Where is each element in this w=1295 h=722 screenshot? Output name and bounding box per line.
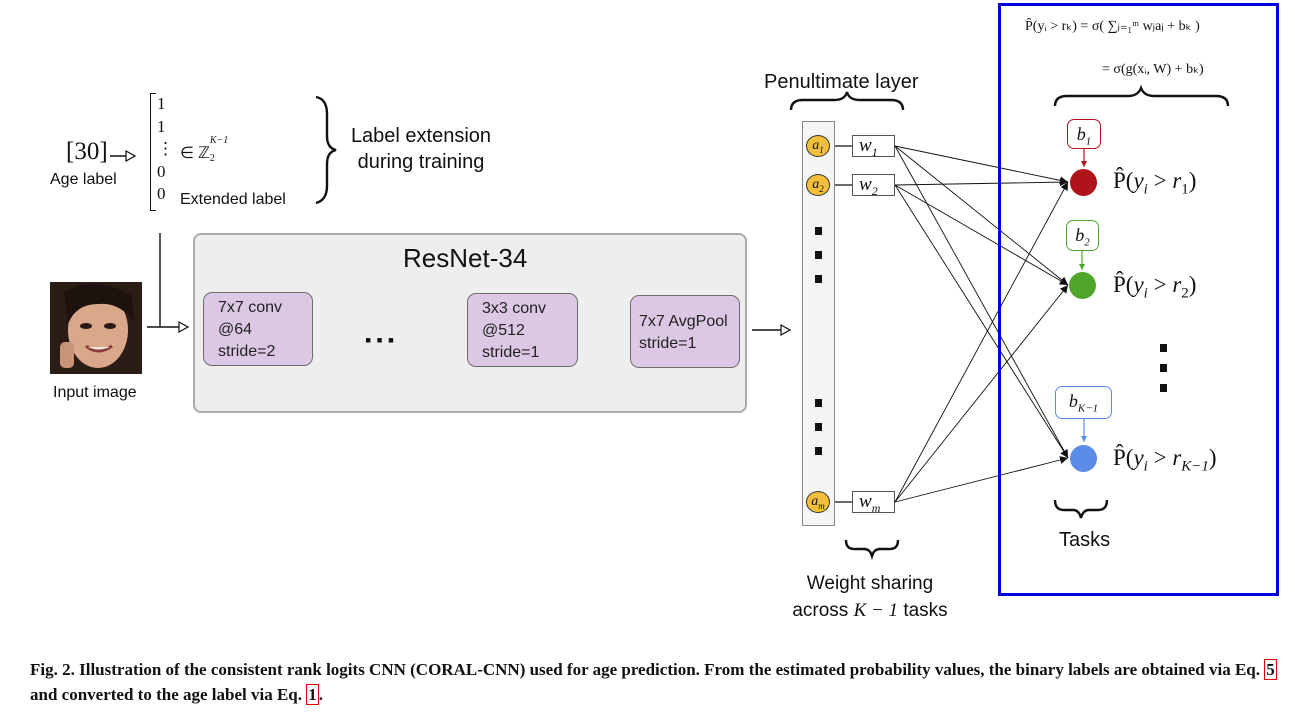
formula-line-1: P̂(yᵢ > rₖ) = σ( ∑ⱼ₌₁ᵐ wⱼaⱼ + bₖ ) [1025, 19, 1200, 34]
node-weight-links [832, 145, 852, 503]
extended-label-caption: Extended label [180, 191, 286, 208]
weight-sharing-brace [844, 539, 900, 561]
input-image [50, 282, 142, 374]
ellipsis-dot [815, 227, 822, 235]
penultimate-brace [789, 91, 905, 111]
task-ellipsis-dot [1160, 384, 1167, 392]
face-photo [50, 282, 142, 374]
conv-3x3-layer: 3x3 conv @512 stride=1 [467, 293, 578, 367]
figure-caption: Fig. 2. Illustration of the consistent r… [30, 659, 1277, 705]
conv-7x7-layer: 7x7 conv @64 stride=2 [203, 292, 313, 366]
ellipsis-dot [815, 399, 822, 407]
ellipsis-dot [815, 251, 822, 259]
weight-box: wm [852, 491, 895, 515]
bias-box: b2 [1066, 220, 1099, 251]
age-label-caption: Age label [50, 171, 117, 188]
extended-label-vector: 1 1 ⋮ 0 0 [150, 93, 174, 211]
tasks-caption: Tasks [1059, 529, 1111, 551]
ellipsis-dot [815, 447, 822, 455]
penultimate-title: Penultimate layer [764, 71, 919, 93]
task-probability-label: P̂(yi > r1) [1113, 168, 1197, 198]
activation-node: a2 [806, 174, 830, 196]
equation-reference[interactable]: 5 [1264, 659, 1277, 680]
task-node [1070, 169, 1097, 196]
task-ellipsis-dot [1160, 344, 1167, 352]
resnet-title: ResNet-34 [403, 243, 528, 273]
vector-entry: ⋮ [157, 139, 174, 158]
vector-entry: 0 [157, 184, 166, 203]
vector-entry: 0 [157, 161, 166, 181]
avgpool-layer: 7x7 AvgPool stride=1 [630, 295, 740, 368]
task-node [1070, 445, 1097, 472]
label-extension-text: Label extension during training [350, 125, 492, 173]
vector-entry: 1 [157, 116, 166, 136]
tasks-brace [1053, 499, 1109, 519]
weight-box: w1 [852, 135, 895, 159]
formula-line-2: = σ(g(xᵢ, W) + bₖ) [1102, 62, 1204, 77]
weight-to-task-edges [894, 145, 1069, 503]
formula-brace [1053, 84, 1230, 107]
bias-box: b1 [1067, 119, 1101, 149]
equation-reference[interactable]: 1 [306, 684, 319, 705]
activation-node: a1 [806, 135, 830, 157]
task-node [1069, 272, 1096, 299]
tasks-panel [998, 3, 1279, 596]
label-to-network-line [147, 233, 188, 327]
label-extension-brace [315, 95, 337, 205]
bias-box: bK−1 [1055, 386, 1112, 419]
weight-sharing-caption: Weight sharing across K − 1 tasks [792, 573, 948, 621]
ellipsis-dot [815, 275, 822, 283]
age-label-value: [30] [66, 138, 108, 165]
ellipsis-dot [815, 423, 822, 431]
input-image-caption: Input image [53, 384, 137, 401]
vector-entry: 1 [157, 94, 166, 113]
task-probability-label: P̂(yi > rK−1) [1113, 445, 1217, 475]
activation-node: am [806, 491, 830, 513]
resnet-ellipsis: ▪▪▪ [365, 330, 400, 350]
task-probability-label: P̂(yi > r2) [1113, 272, 1197, 302]
task-ellipsis-dot [1160, 364, 1167, 372]
weight-box: w2 [852, 174, 895, 198]
